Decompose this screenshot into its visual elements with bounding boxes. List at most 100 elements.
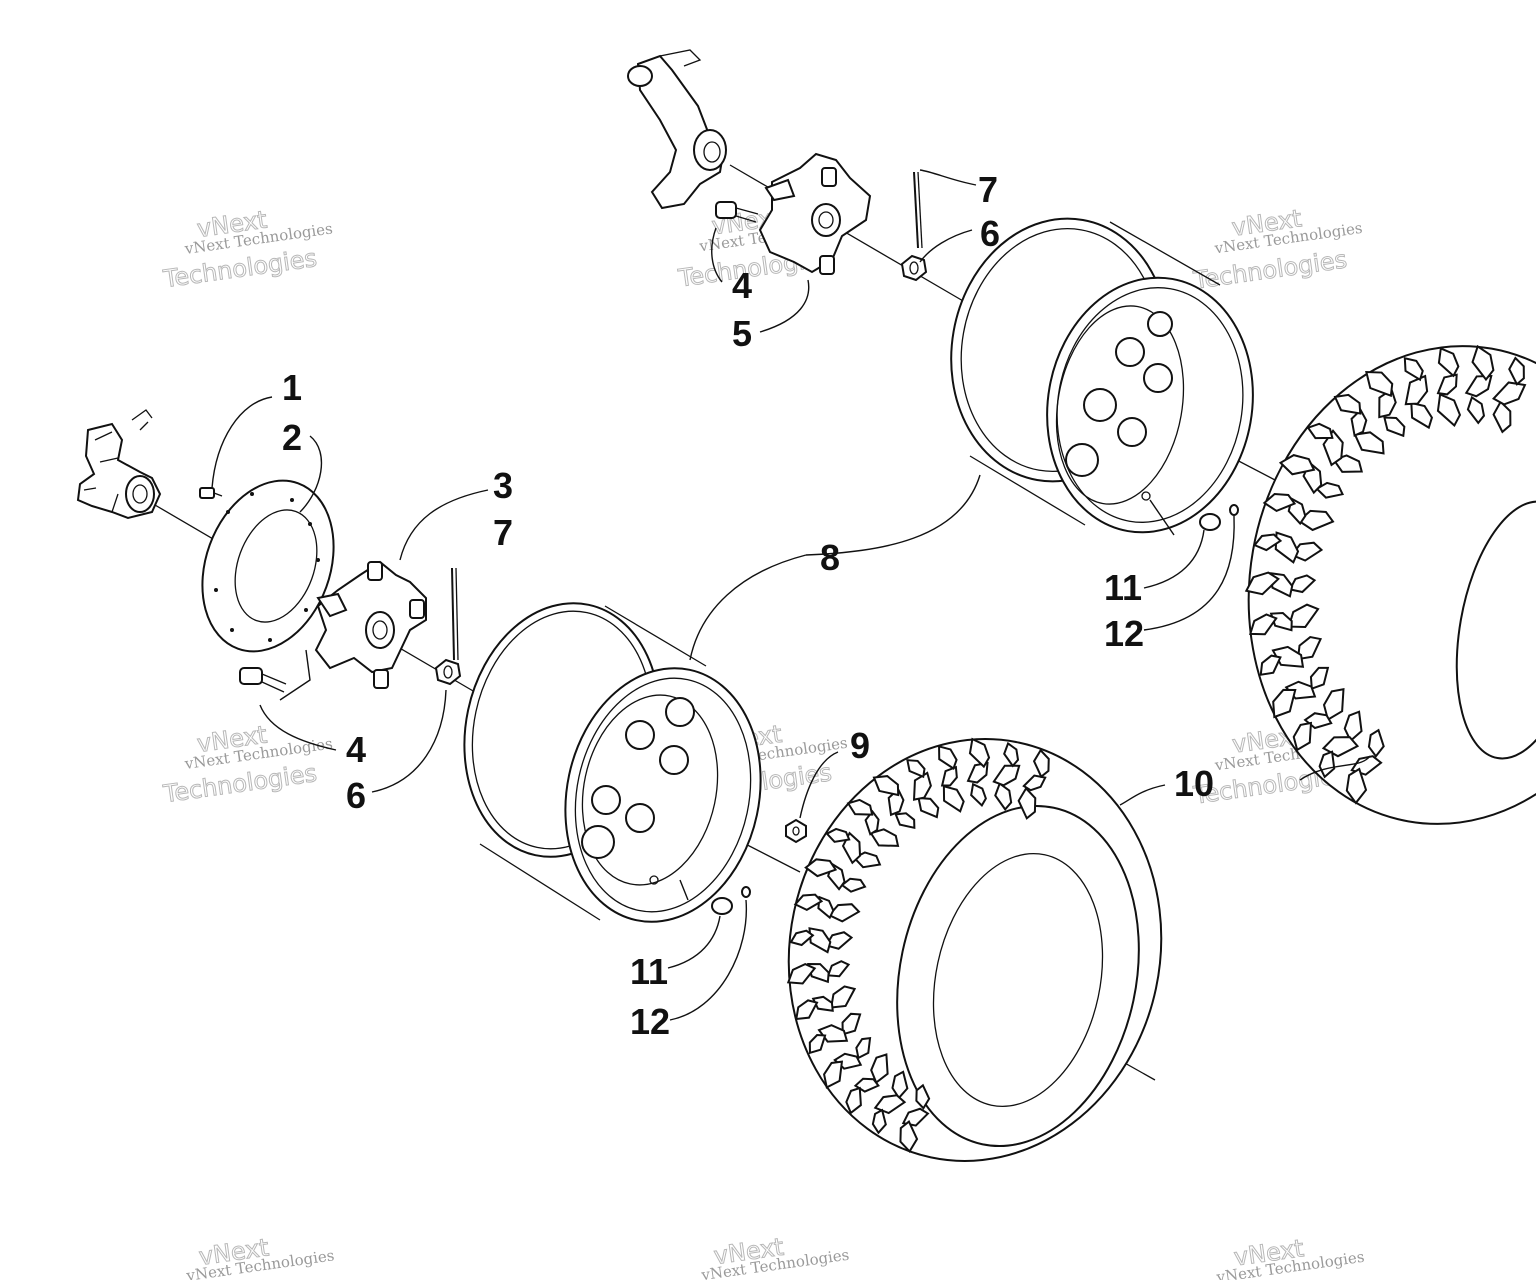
callout-5: 5 [732, 313, 752, 354]
tread-block [853, 1077, 880, 1093]
bolt-item-1 [199, 487, 223, 499]
tread-block [825, 827, 851, 843]
watermark-top-left: vNext vNext Technologies Technologies [160, 205, 333, 294]
tread-block [845, 1086, 862, 1115]
tread-block [793, 893, 824, 912]
tread-block [940, 765, 958, 787]
cotter-pin-lower [451, 567, 459, 661]
tread-block [1248, 613, 1278, 636]
tread-block [1365, 370, 1394, 398]
callout-7-upper: 7 [978, 169, 998, 210]
tread-block [915, 1083, 931, 1110]
tread-block [1253, 533, 1283, 552]
callout-4-upper: 4 [732, 265, 752, 306]
watermark-bottom-left: vNext vNext Technologies [184, 1233, 335, 1280]
tread-block [1315, 481, 1345, 499]
tread-block [808, 927, 832, 954]
tread-block [1437, 346, 1460, 378]
callout-1-lower: 1 [282, 367, 302, 408]
tread-block [1244, 571, 1280, 596]
tread-block [1309, 666, 1330, 691]
tread-block [1345, 767, 1368, 805]
tread-block [1404, 374, 1429, 406]
tread-block [1017, 786, 1037, 820]
tread-block [1278, 454, 1316, 476]
stud-bolt-lower [239, 667, 287, 693]
callout-11-upper: 11 [1104, 567, 1142, 608]
tread-block [1367, 728, 1385, 758]
cotter-pin-upper [913, 171, 923, 249]
callout-6-lower: 6 [346, 775, 366, 816]
tread-block [970, 782, 987, 808]
tread-block [872, 775, 900, 797]
tread-block [817, 895, 835, 920]
castle-nut-lower [434, 658, 462, 686]
tread-block [823, 1060, 844, 1089]
tread-block [906, 759, 926, 779]
tread-block [873, 1094, 907, 1115]
stud-bolt-upper [715, 201, 759, 223]
tread-block [1436, 393, 1462, 428]
tread-block [1492, 381, 1527, 406]
hub-lower [314, 560, 427, 689]
tread-block [864, 809, 880, 836]
tread-block [966, 761, 989, 784]
tread-block [1492, 400, 1512, 434]
hub-upper [758, 152, 872, 275]
tread-block [1333, 393, 1362, 415]
callout-7-lower: 7 [493, 512, 513, 553]
callout-12-upper: 12 [1104, 613, 1144, 654]
tread-block [894, 812, 916, 830]
callout-2-lower: 2 [282, 417, 302, 458]
tread-block [869, 828, 900, 847]
lug-nut-lower [785, 818, 807, 844]
valve-stem-lower [711, 886, 751, 915]
callout-12-lower: 12 [630, 1001, 670, 1042]
tread-lower [786, 737, 1050, 1154]
tire-lower [786, 737, 1163, 1162]
tread-block [817, 1024, 849, 1043]
watermark-bottom-right: vNext vNext Technologies [1214, 1234, 1365, 1280]
callout-10: 10 [1174, 763, 1214, 804]
tread-block [830, 985, 857, 1009]
tread-block [1306, 422, 1334, 440]
valve-stem-upper [1199, 504, 1239, 531]
tread-block [887, 787, 905, 817]
tread-block [1318, 750, 1336, 779]
tread-upper [1244, 344, 1527, 805]
tread-block [1259, 654, 1282, 676]
callout-3-lower: 3 [493, 465, 513, 506]
tread-block [1292, 721, 1313, 752]
wheel-rim-lower [463, 602, 762, 923]
tread-block [846, 798, 874, 816]
callout-9: 9 [850, 725, 870, 766]
tread-block [1464, 374, 1493, 398]
tread-block [826, 960, 851, 978]
tread-block [1274, 531, 1300, 564]
tread-block [1466, 395, 1486, 425]
tread-block [1296, 635, 1323, 661]
tread-block [871, 1108, 887, 1135]
tread-block [891, 1070, 909, 1100]
tread-block [1322, 688, 1345, 722]
tread-block [1271, 645, 1305, 668]
tread-block [968, 737, 991, 769]
tread-block [994, 781, 1013, 812]
tread-block [1383, 416, 1406, 438]
tire-upper [1244, 344, 1536, 825]
tread-block [855, 1036, 872, 1060]
tread-block [804, 858, 838, 878]
tread-block [786, 962, 817, 985]
tread-block [1022, 774, 1047, 792]
tread-block [1003, 741, 1020, 768]
tread-block [1262, 493, 1297, 513]
tread-block [795, 999, 819, 1021]
callout-11-lower: 11 [630, 951, 668, 992]
wheel-rim-upper [950, 217, 1254, 534]
tread-block [840, 877, 867, 893]
tread-block [1272, 688, 1297, 719]
tread-block [870, 1053, 889, 1085]
tread-block [1436, 373, 1458, 396]
callout-4-lower: 4 [346, 729, 366, 770]
tread-block [1403, 357, 1424, 382]
